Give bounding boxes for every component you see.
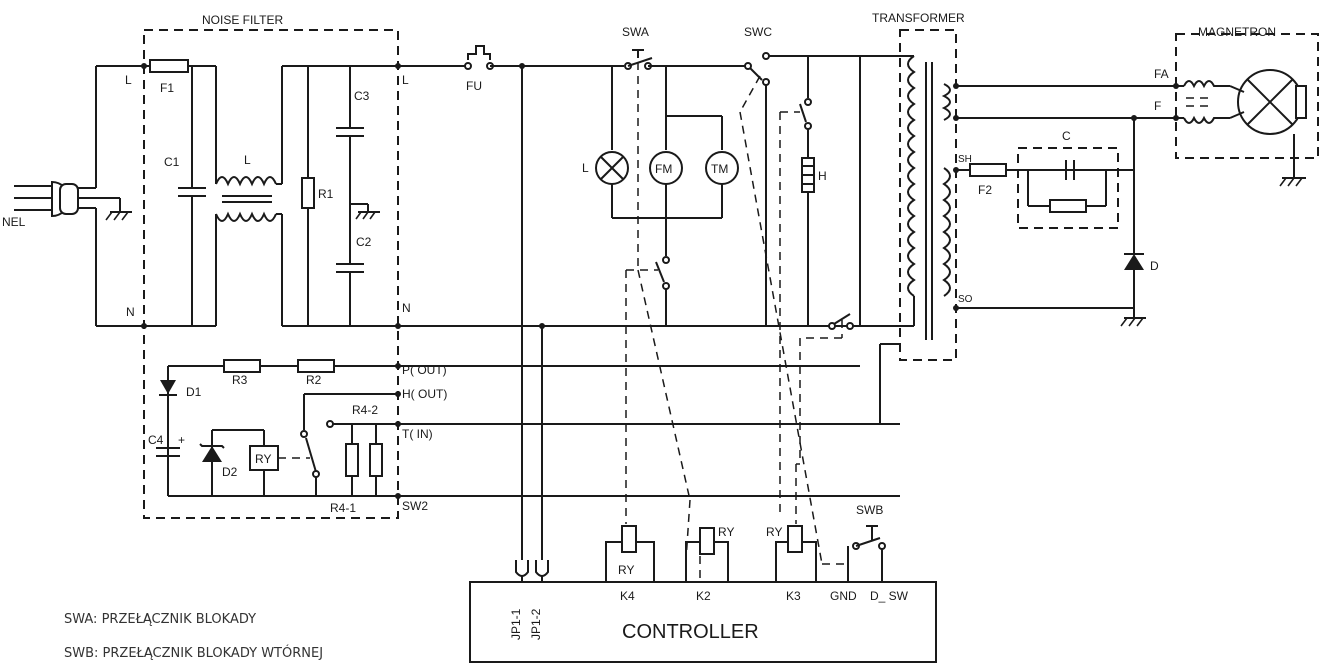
terminal-so: SO [958, 294, 973, 305]
switch-swa[interactable] [624, 49, 653, 70]
noise-filter-box [143, 29, 399, 519]
pin-jp1-2: JP1-2 [529, 608, 543, 640]
hv-capacitor-box [1017, 147, 1119, 229]
d1-label: D1 [186, 385, 202, 399]
transformer-title: TRANSFORMER [872, 11, 965, 25]
relay-k4-label: RY [618, 563, 634, 577]
controller-title: CONTROLLER [622, 621, 759, 643]
relay-k3 [775, 525, 817, 582]
ry-filter-label: RY [255, 452, 271, 466]
transformer-box [899, 29, 957, 361]
r4-2-label: R4-2 [352, 403, 378, 417]
terminal-p-out: P( OUT) [402, 363, 447, 377]
diode-label: D [1150, 259, 1159, 273]
r2-label: R2 [306, 373, 322, 387]
diode-d2 [199, 430, 225, 496]
transformer-windings [860, 55, 951, 340]
c2-label: C2 [356, 235, 372, 249]
f1-label: F1 [160, 81, 174, 95]
c4-label: C4 [148, 433, 164, 447]
terminal-fa: FA [1154, 67, 1169, 81]
diode-d1 [159, 380, 177, 396]
hv-diode [1124, 253, 1144, 270]
nel-label: NEL [2, 215, 26, 229]
r1-label: R1 [318, 187, 334, 201]
capacitor-c1 [178, 66, 206, 326]
terminal-l-out: L [402, 73, 409, 87]
legend-swb: SWB: PRZEŁĄCZNIK BLOKADY WTÓRNEJ [64, 646, 324, 661]
heater-label: H [818, 169, 827, 183]
c1-label: C1 [164, 155, 180, 169]
pin-k2: K2 [696, 589, 711, 603]
lamp-label: L [582, 161, 589, 175]
fuse-f2 [969, 163, 1007, 177]
swa-title: SWA [622, 25, 649, 39]
terminal-t-in: T( IN) [402, 427, 433, 441]
fuse-f1 [149, 59, 189, 73]
r4-1-label: R4-1 [330, 501, 356, 515]
common-mode-choke [215, 66, 283, 326]
tm-label: TM [711, 162, 728, 176]
thermal-fuse-fu [464, 45, 624, 70]
c4-plus: + [178, 433, 185, 447]
d2-label: D2 [222, 465, 238, 479]
terminal-l-in: L [125, 73, 132, 87]
legend-swa: SWA: PRZEŁĄCZNIK BLOKADY [64, 612, 257, 627]
terminal-n-out: N [402, 301, 411, 315]
noise-filter-title: NOISE FILTER [202, 13, 283, 27]
pin-d-sw: D_ SW [870, 589, 909, 603]
swc-title: SWC [744, 25, 772, 39]
pin-k3: K3 [786, 589, 801, 603]
resistor-r4-a [345, 443, 359, 477]
bleeder-resistor [1049, 199, 1087, 213]
fu-label: FU [466, 79, 482, 93]
resistor-r4-b [369, 443, 383, 477]
magnetron-choke [1183, 80, 1230, 124]
terminal-h-out: H( OUT) [402, 387, 447, 401]
swb-title: SWB [856, 503, 883, 517]
relay-k2 [685, 527, 729, 582]
magnetron-title: MAGNETRON [1198, 25, 1276, 39]
resistor-r1 [301, 66, 315, 326]
terminal-f: F [1154, 99, 1161, 113]
terminal-sw2: SW2 [402, 499, 428, 513]
terminal-sh: SH [958, 154, 972, 165]
switch-swb[interactable] [847, 525, 886, 582]
pin-gnd: GND [830, 589, 857, 603]
pin-k4: K4 [620, 589, 635, 603]
relay-k2-label: RY [718, 525, 734, 539]
f2-label: F2 [978, 183, 992, 197]
r3-label: R3 [232, 373, 248, 387]
switch-swc[interactable] [744, 52, 860, 86]
choke-label: L [244, 153, 251, 167]
relay-k3-label: RY [766, 525, 782, 539]
fm-label: FM [655, 162, 672, 176]
capacitor-label: C [1062, 129, 1071, 143]
power-plug [14, 66, 132, 326]
controller-box [469, 581, 937, 663]
magnetron-tube-icon [1229, 69, 1307, 135]
capacitor-c4 [156, 447, 180, 457]
resistor-r3 [223, 359, 261, 373]
oven-lamp-icon [595, 151, 629, 185]
heater-icon [801, 157, 815, 193]
magnetron-box [1175, 33, 1319, 159]
relay-k4 [605, 525, 655, 582]
pin-jp1-1: JP1-1 [509, 608, 523, 640]
terminal-n-in: N [126, 305, 135, 319]
capacitor-c3-c2 [336, 66, 380, 326]
resistor-r2 [297, 359, 335, 373]
c3-label: C3 [354, 89, 370, 103]
